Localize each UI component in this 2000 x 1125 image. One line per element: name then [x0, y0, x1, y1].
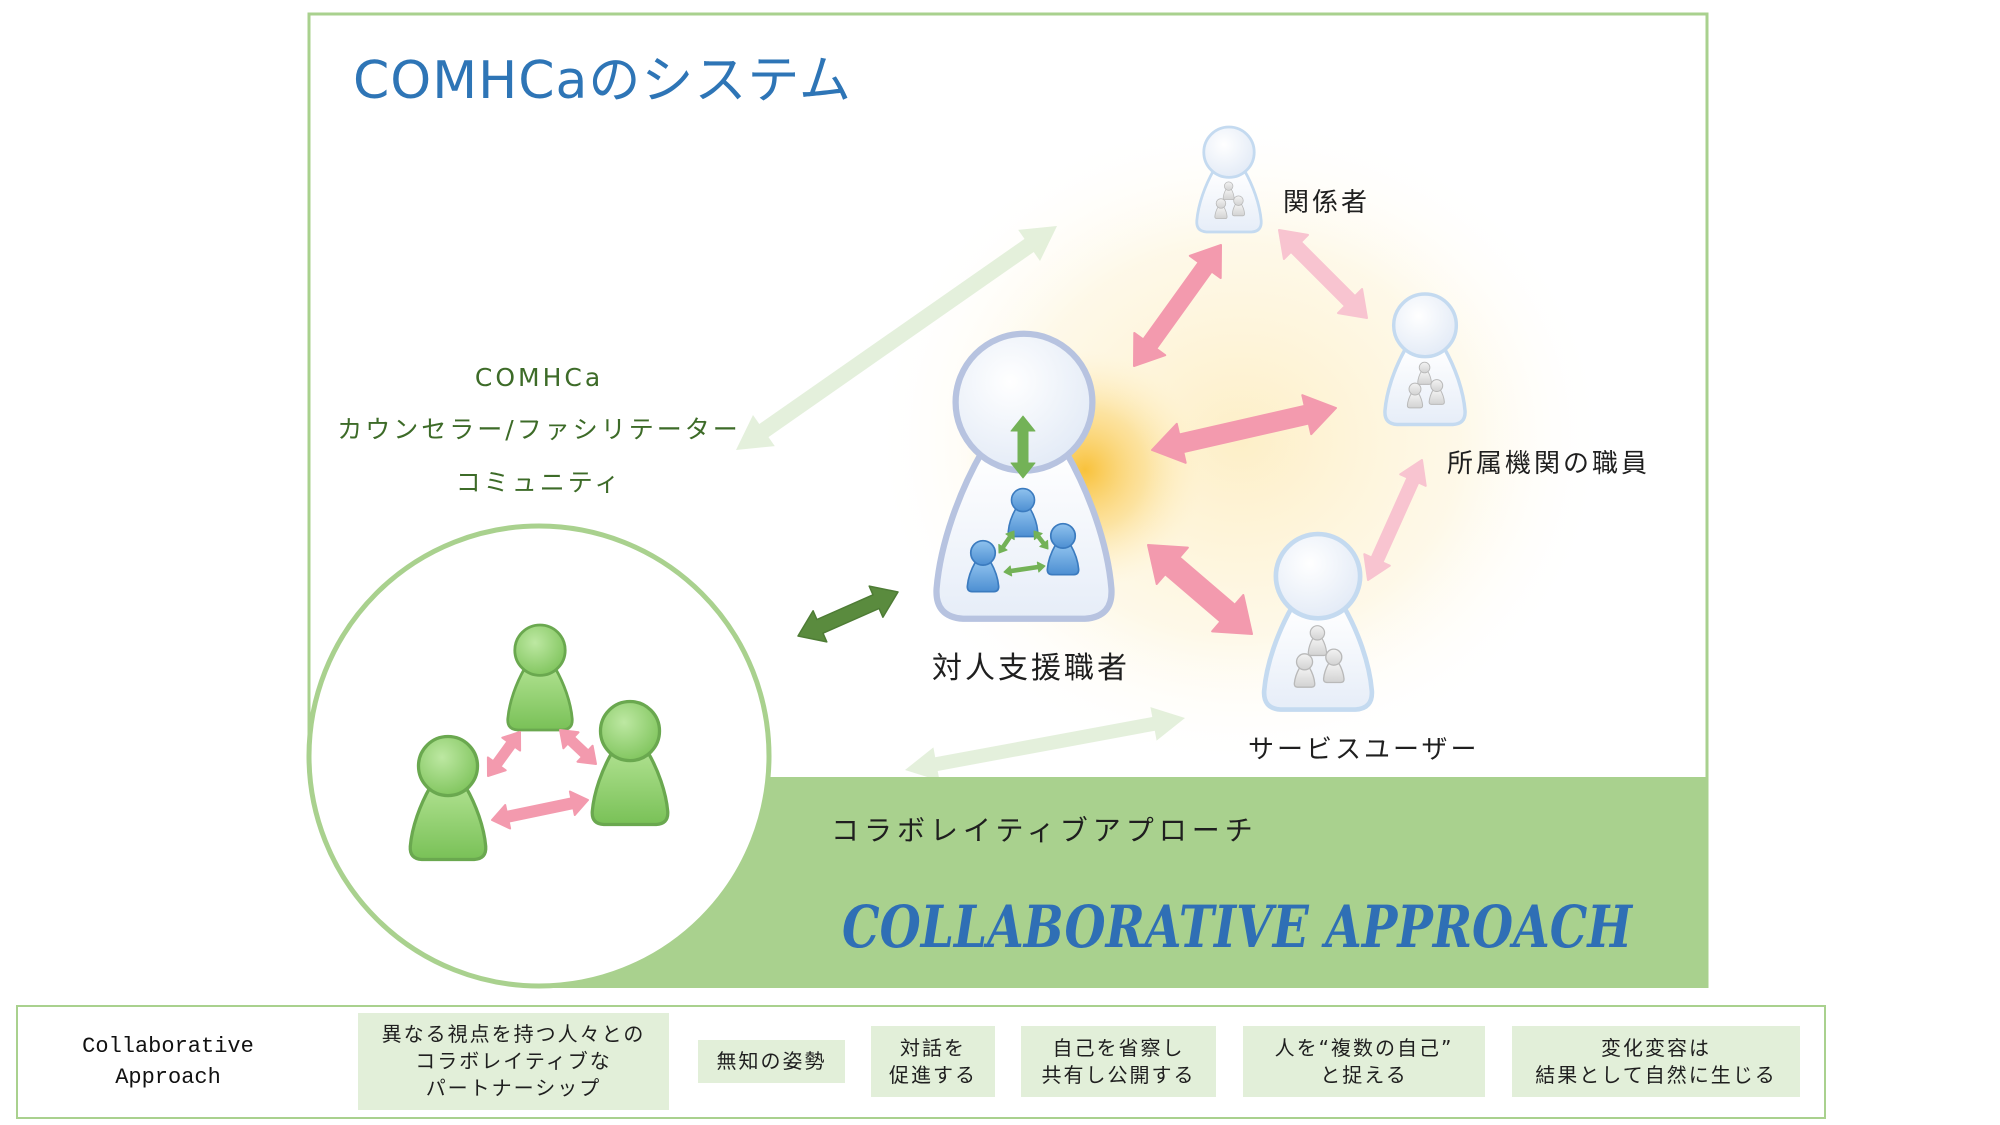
faded-arrow-lower [905, 707, 1185, 781]
legend-item-line: と捉える [1320, 1062, 1408, 1087]
arrow-helper-stakeholders [1133, 244, 1222, 367]
legend-item-partnership: 異なる視点を持つ人々との コラボレイティブな パートナーシップ [358, 1013, 669, 1110]
community-label-line: コミュニティ [456, 468, 623, 497]
page-title: COMHCaのシステム [353, 51, 852, 111]
community-circle [306, 523, 772, 989]
legend-item-line: コラボレイティブな [415, 1049, 612, 1073]
inner-arrow-left-right [1003, 561, 1046, 577]
legend-heading-line: Collaborative [82, 1034, 254, 1059]
legend-item-line: 結果として自然に生じる [1535, 1062, 1777, 1087]
legend-item-natural-change: 変化変容は 結果として自然に生じる [1512, 1026, 1800, 1097]
legend-item-line: 無知の姿勢 [716, 1049, 827, 1073]
inner-arrow-top-left [998, 530, 1015, 554]
staff-label: 所属機関の職員 [1447, 449, 1650, 479]
service-user-label: サービスユーザー [1248, 735, 1479, 765]
arrow-member-top-left [486, 731, 522, 777]
legend-item-self-reflection: 自己を省察し 共有し公開する [1021, 1026, 1216, 1097]
legend-panel: Collaborative Approach 異なる視点を持つ人々との コラボレ… [16, 1005, 1826, 1119]
legend-item-line: 対話を [900, 1035, 966, 1060]
arrow-helper-staff [1151, 394, 1337, 464]
inner-arrow-top-right [1033, 530, 1049, 550]
arrow-community-helper [797, 585, 899, 643]
community-label-line: カウンセラー/ファシリテーター [337, 415, 740, 444]
legend-item-line: 共有し公開する [1041, 1062, 1196, 1087]
legend-item-multiple-selves: 人を“複数の自己” と捉える [1243, 1026, 1485, 1097]
legend-heading-line: Approach [115, 1065, 221, 1090]
community-label-line: COMHCa [475, 363, 603, 392]
arrow-member-left-right [491, 790, 589, 830]
arrow-helper-service-user [1147, 544, 1253, 635]
arrow-stakeholders-staff [1278, 229, 1368, 319]
approach-label-en: COLLABORATIVE APPROACH [842, 893, 1634, 961]
faded-arrow-upper [736, 226, 1057, 450]
legend-item-line: 異なる視点を持つ人々との [381, 1022, 646, 1046]
helper-self-reflection-arrow [1010, 415, 1036, 479]
legend-item-line: パートナーシップ [425, 1076, 602, 1100]
approach-label-jp: コラボレイティブアプローチ [831, 814, 1258, 847]
arrow-staff-service-user [1363, 459, 1427, 581]
system-panel-frame [307, 12, 1709, 988]
legend-item-line: 人を“複数の自己” [1274, 1035, 1454, 1060]
stakeholders-label: 関係者 [1283, 188, 1370, 218]
legend-item-line: 変化変容は [1601, 1035, 1711, 1060]
legend-heading: Collaborative Approach [18, 1007, 318, 1117]
legend-item-not-knowing: 無知の姿勢 [698, 1040, 845, 1083]
helper-label: 対人支援職者 [932, 651, 1130, 686]
legend-item-dialogue: 対話を 促進する [871, 1026, 995, 1097]
legend-item-line: 促進する [889, 1062, 977, 1087]
arrow-member-top-right [559, 729, 597, 765]
legend-item-line: 自己を省察し [1052, 1035, 1185, 1060]
